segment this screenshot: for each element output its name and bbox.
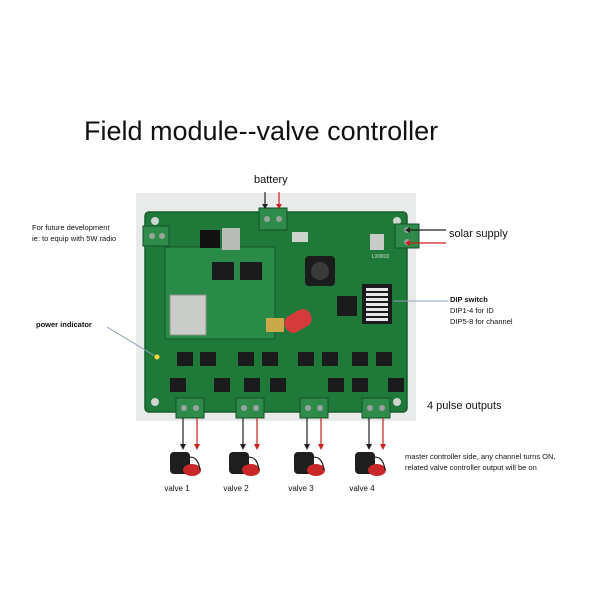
component (370, 234, 384, 250)
ic-chip (337, 296, 357, 316)
note-line-2: related valve controller output will be … (405, 463, 537, 472)
mounting-hole (151, 217, 159, 225)
sma-connector (266, 318, 284, 332)
leader-line-power (106, 326, 156, 357)
valve-label-1: valve 1 (164, 484, 190, 493)
dip-switch-line-1: DIP1-4 for ID (450, 306, 494, 315)
dip-switch-label: DIP switch DIP1-4 for ID DIP5-8 for chan… (450, 294, 513, 327)
mounting-hole (393, 217, 401, 225)
terminal-output (175, 397, 391, 419)
valve-solenoid-2 (229, 452, 260, 476)
antenna (284, 309, 312, 333)
terminal-battery (258, 207, 288, 231)
dip-switch-title: DIP switch (450, 295, 488, 304)
mounting-hole (393, 398, 401, 406)
board-marking: LX0010 (372, 254, 390, 260)
valve-solenoid-3 (294, 452, 325, 476)
power-indicator-label: power indicator (36, 320, 92, 329)
rf-module-shield (169, 294, 207, 336)
dip-switch-line-2: DIP5-8 for channel (450, 317, 513, 326)
chip (240, 262, 262, 280)
note-label: master controller side, any channel turn… (405, 451, 555, 473)
valve-label-3: valve 3 (288, 484, 314, 493)
regulator-tab (222, 228, 240, 250)
valve-solenoid-4 (355, 452, 386, 476)
component (292, 232, 308, 242)
battery-label: battery (254, 174, 288, 186)
terminal-left (142, 225, 170, 247)
chip (212, 262, 234, 280)
mounting-hole (151, 398, 159, 406)
future-development-line-1: For future development (32, 223, 110, 232)
future-development-label: For future development ie: to equip with… (32, 222, 116, 244)
valve-label-4: valve 4 (349, 484, 375, 493)
inductor-core (311, 262, 329, 280)
solar-supply-label: solar supply (449, 228, 508, 240)
valve-solenoid-1 (170, 452, 201, 476)
page-title: Field module--valve controller (84, 116, 439, 146)
regulator (200, 230, 220, 248)
pulse-outputs-label: 4 pulse outputs (427, 400, 502, 412)
valve-label-2: valve 2 (223, 484, 249, 493)
note-line-1: master controller side, any channel turn… (405, 452, 556, 461)
power-led (154, 354, 160, 360)
future-development-line-2: ie: to equip with 5W radio (32, 234, 117, 243)
